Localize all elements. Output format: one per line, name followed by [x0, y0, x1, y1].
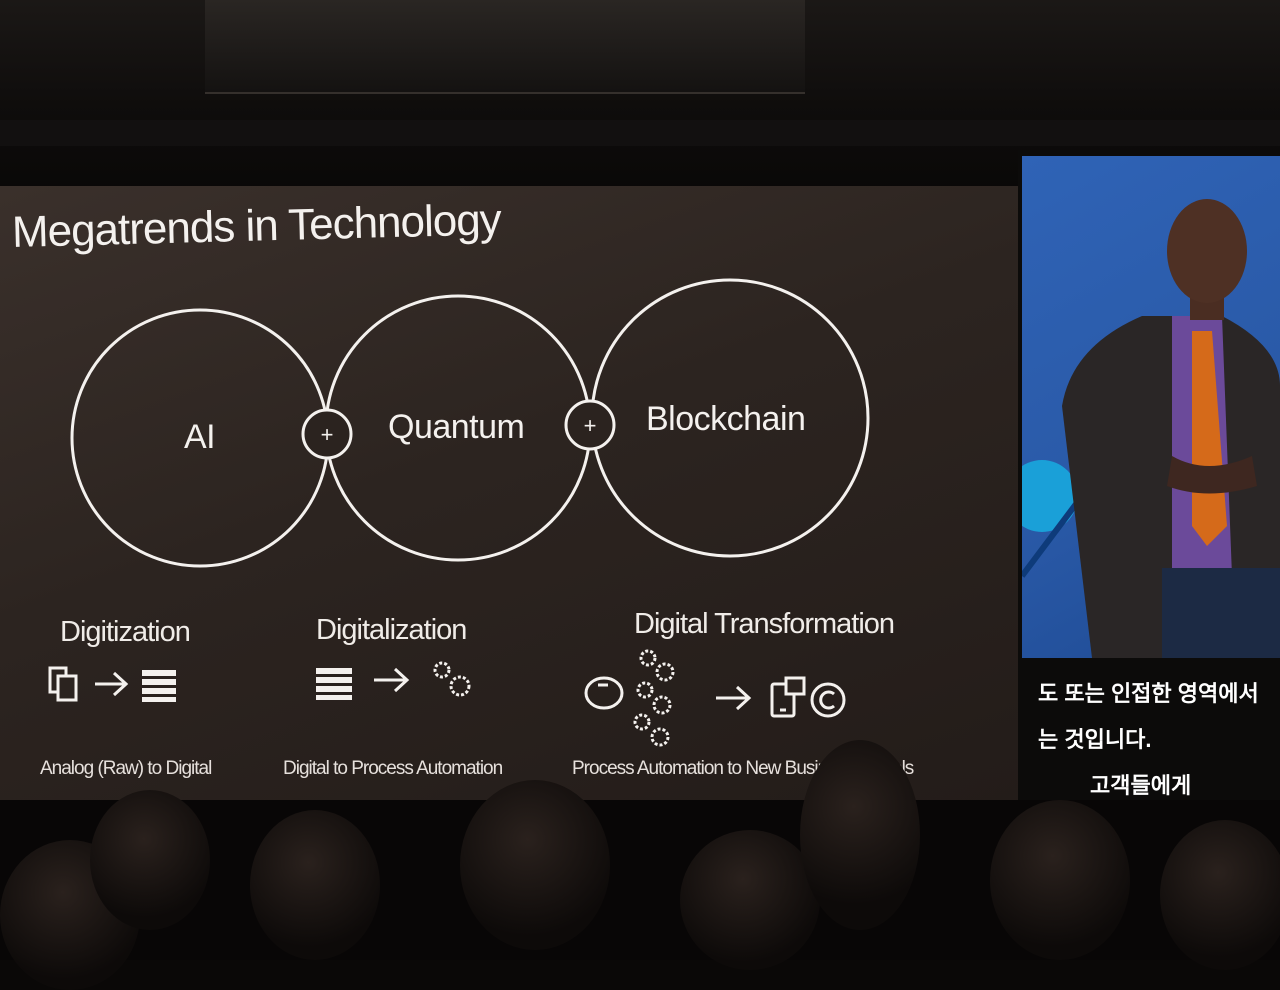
venn-circles: + + — [70, 278, 870, 568]
gears-icon — [633, 649, 675, 747]
ceiling-panel — [205, 0, 805, 94]
circle-label-quantum: Quantum — [388, 408, 525, 446]
speaker-figure — [1022, 199, 1280, 658]
arrow-right-icon — [716, 685, 752, 711]
audience-head — [800, 740, 920, 930]
document-icon — [48, 666, 78, 702]
audience — [0, 740, 1280, 990]
projection-screen — [0, 186, 1018, 806]
audience-head — [460, 780, 610, 950]
speaker-video — [1022, 156, 1280, 658]
gears-icon — [433, 661, 471, 697]
svg-text:+: + — [584, 413, 597, 438]
subtitle-line-1: 도 또는 인접한 영역에서 — [1038, 681, 1259, 706]
stage-title-digital-transformation: Digital Transformation — [634, 608, 895, 640]
audience-head — [250, 810, 380, 960]
circle-label-ai: AI — [184, 418, 216, 456]
stage-title-digitization: Digitization — [60, 616, 191, 648]
stage-caption-digitization: Analog (Raw) to Digital — [40, 758, 212, 779]
data-grid-icon — [142, 670, 176, 702]
data-grid-icon — [316, 668, 352, 700]
stage-title-digitalization: Digitalization — [316, 614, 467, 646]
subtitle-line-2: 는 것입니다. — [1038, 727, 1152, 752]
plus-connector-2: + — [564, 399, 616, 451]
stage-caption-digitalization: Digital to Process Automation — [283, 758, 503, 779]
stage-icons — [48, 649, 846, 747]
plus-connector-1: + — [301, 408, 353, 460]
audience-head — [90, 790, 210, 930]
audience-head — [1160, 820, 1280, 970]
arrow-right-icon — [95, 671, 129, 697]
audience-head — [680, 830, 820, 970]
mobile-payment-icon — [770, 676, 806, 718]
subtitle-line-3: 고객들에게 — [1090, 773, 1192, 798]
circle-label-blockchain: Blockchain — [646, 400, 806, 438]
piggy-bank-icon — [584, 676, 624, 710]
svg-text:+: + — [321, 422, 334, 447]
coin-icon — [810, 682, 846, 718]
audience-head — [990, 800, 1130, 960]
ceiling-beam — [0, 120, 1280, 146]
arrow-right-icon — [374, 667, 410, 693]
